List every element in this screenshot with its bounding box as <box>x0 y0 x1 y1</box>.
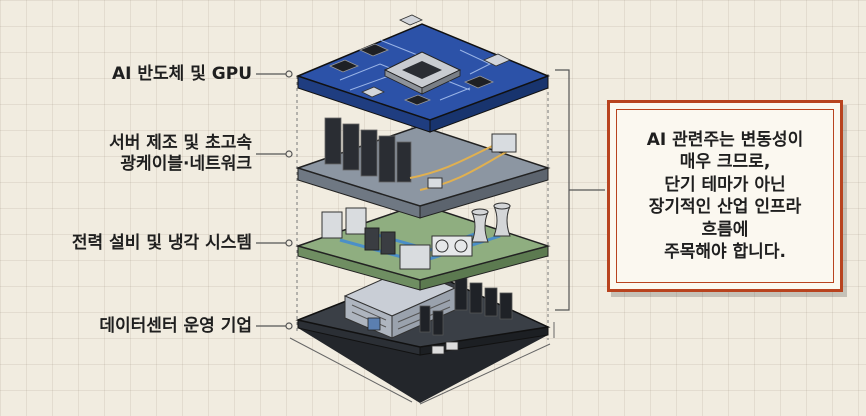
label-line: AI 반도체 및 GPU <box>111 64 252 84</box>
label-line: 전력 설비 및 냉각 시스템 <box>71 233 252 253</box>
connector-dots <box>285 70 293 330</box>
summary-note-inner: AI 관련주는 변동성이 매우 크므로, 단기 테마가 아닌 장기적인 산업 인… <box>616 109 834 283</box>
label-server-network: 서버 제조 및 초고속 광케이블·네트워크 <box>109 133 252 175</box>
note-line: AI 관련주는 변동성이 <box>646 129 804 150</box>
note-line: 매우 크므로, <box>679 152 771 172</box>
summary-note-box: AI 관련주는 변동성이 매우 크므로, 단기 테마가 아닌 장기적인 산업 인… <box>607 100 843 292</box>
note-line: 단기 테마가 아닌 <box>664 174 786 195</box>
server-network-layer <box>295 117 551 219</box>
label-line: 데이터센터 운영 기업 <box>99 316 252 336</box>
note-line: 주목해야 합니다. <box>664 242 786 262</box>
ai-chip-layer <box>295 14 551 133</box>
label-datacenter-operators: 데이터센터 운영 기업 <box>99 316 252 337</box>
summary-bracket <box>555 69 605 311</box>
note-line: 장기적인 산업 인프라 <box>648 197 802 217</box>
datacenter-layer <box>295 267 551 403</box>
dimension-marks <box>289 322 555 405</box>
label-power-cooling: 전력 설비 및 냉각 시스템 <box>72 233 252 254</box>
power-cooling-layer <box>295 202 551 291</box>
label-line: 광케이블·네트워크 <box>120 154 252 174</box>
label-ai-chip-gpu: AI 반도체 및 GPU <box>112 64 252 85</box>
label-line: 서버 제조 및 초고속 <box>109 133 252 153</box>
label-connectors <box>256 73 286 327</box>
note-line: 흐름에 <box>701 219 749 240</box>
